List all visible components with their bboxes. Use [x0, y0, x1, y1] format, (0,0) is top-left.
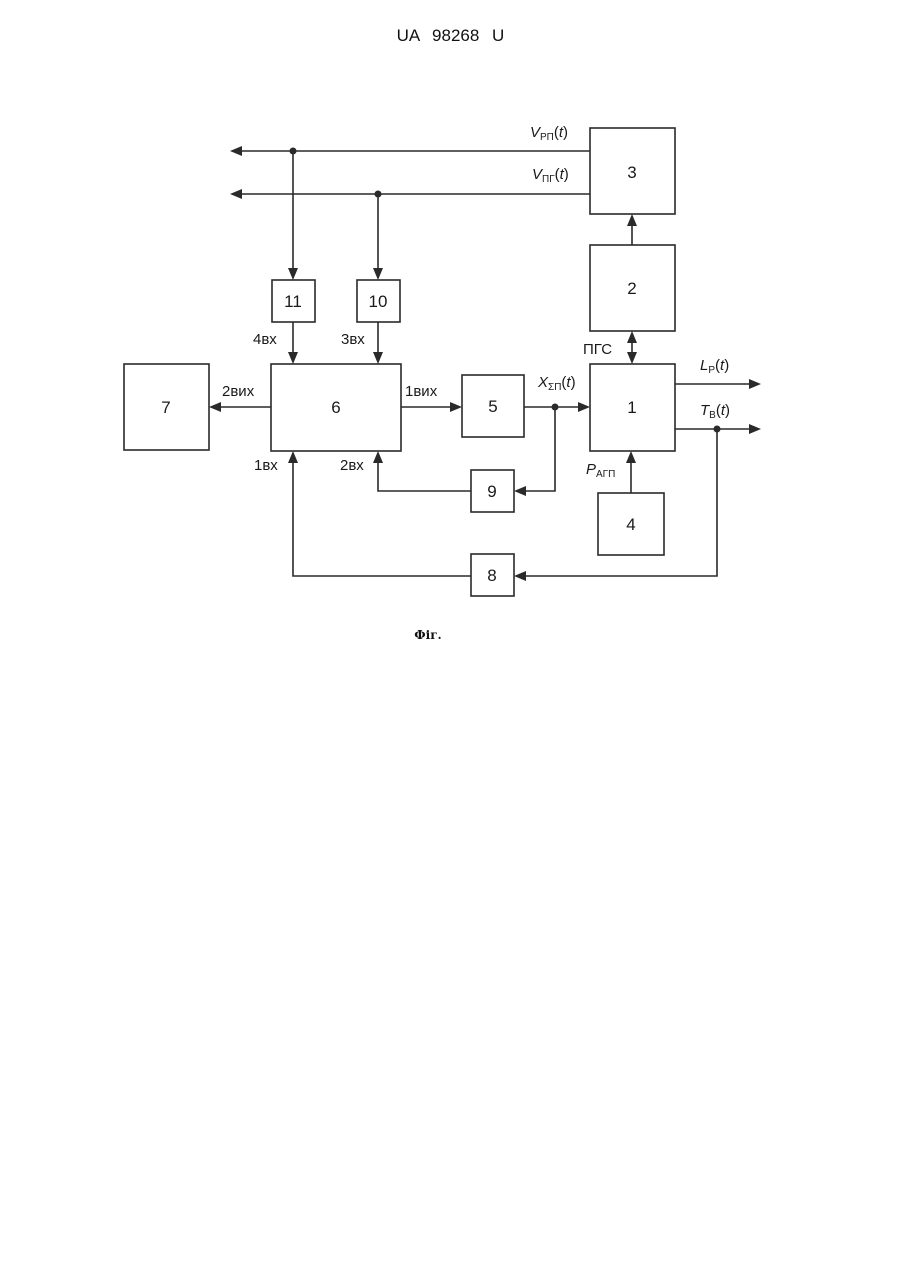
label-v-pg: VПГ(t) — [532, 166, 569, 185]
arrowhead — [626, 451, 636, 463]
label-output-1: 1вих — [405, 383, 438, 400]
junction-dot — [290, 148, 297, 155]
label-p-agp: PАГП — [586, 461, 615, 480]
wire-xsp-to-9 — [521, 407, 555, 491]
block-9-number: 9 — [487, 482, 496, 501]
block-11-number: 11 — [284, 292, 302, 311]
block-2-number: 2 — [627, 279, 636, 298]
arrowhead — [373, 451, 383, 463]
arrowhead — [373, 352, 383, 364]
arrowhead — [627, 214, 637, 226]
arrowhead — [230, 189, 242, 199]
label-input-4: 4вх — [253, 331, 277, 348]
label-pgs: ПГС — [583, 341, 612, 358]
block-7-number: 7 — [161, 398, 170, 417]
arrowhead — [514, 486, 526, 496]
label-x-sp: XΣП(t) — [537, 374, 576, 393]
block-3-number: 3 — [627, 163, 636, 182]
wire-9-to-6 — [378, 458, 471, 491]
arrowhead — [288, 352, 298, 364]
arrowhead — [450, 402, 462, 412]
arrowhead — [749, 379, 761, 389]
label-v-rp: VРП(t) — [530, 124, 568, 143]
arrowhead — [288, 451, 298, 463]
wire-8-to-6 — [293, 458, 471, 576]
block-5-number: 5 — [488, 397, 497, 416]
block-8-number: 8 — [487, 566, 496, 585]
arrowhead — [373, 268, 383, 280]
junction-dot — [714, 426, 721, 433]
arrowhead — [230, 146, 242, 156]
junction-dot — [552, 404, 559, 411]
junction-dot — [375, 191, 382, 198]
arrowhead — [209, 402, 221, 412]
label-input-2: 2вх — [340, 457, 364, 474]
arrowhead — [578, 402, 590, 412]
label-l-r: LР(t) — [700, 357, 729, 376]
arrowhead — [627, 331, 637, 343]
arrowhead — [749, 424, 761, 434]
arrowhead — [288, 268, 298, 280]
figure-caption: Фіг. — [0, 628, 856, 642]
block-6-number: 6 — [331, 398, 340, 417]
block-1-number: 1 — [627, 398, 636, 417]
label-input-1: 1вх — [254, 457, 278, 474]
label-t-v: TВ(t) — [700, 402, 730, 421]
arrowhead — [627, 352, 637, 364]
label-input-3: 3вх — [341, 331, 365, 348]
arrowhead — [514, 571, 526, 581]
block-10-number: 10 — [369, 292, 388, 311]
block-4-number: 4 — [626, 515, 635, 534]
label-output-2: 2вих — [222, 383, 255, 400]
block-diagram: 3 2 1 4 6 7 5 11 10 9 8 — [0, 0, 901, 700]
